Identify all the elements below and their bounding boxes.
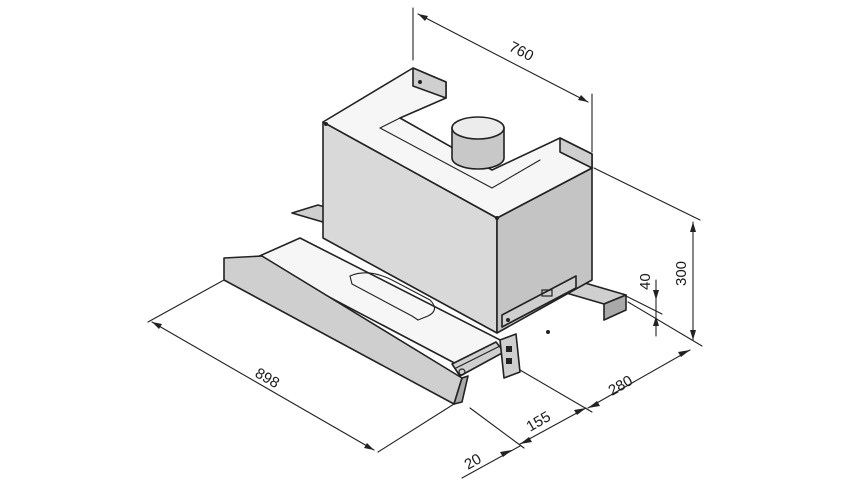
dim-drawer-extension: 155	[469, 407, 587, 449]
dim-depth: 280	[519, 349, 691, 413]
hood-housing	[322, 67, 593, 334]
dim-height-visor: 40	[625, 273, 663, 337]
label-20: 20	[462, 450, 485, 473]
slide-out-visor	[223, 237, 521, 405]
side-bracket	[501, 275, 577, 334]
label-300: 300	[673, 261, 690, 286]
label-898: 898	[252, 365, 282, 392]
label-760: 760	[506, 38, 536, 65]
exhaust-duct	[451, 116, 505, 170]
label-40: 40	[637, 273, 654, 290]
dim-height-total: 300	[593, 167, 703, 347]
dim-front-thickness: 20	[461, 445, 521, 479]
label-155: 155	[524, 408, 554, 435]
